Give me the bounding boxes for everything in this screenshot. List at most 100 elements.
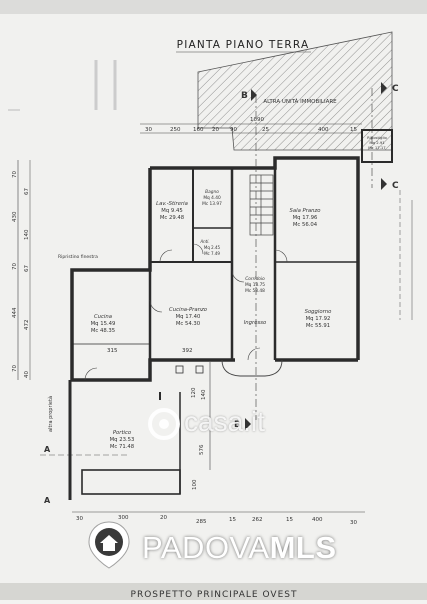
svg-text:Mc 71.48: Mc 71.48 xyxy=(110,444,135,450)
svg-text:20: 20 xyxy=(160,515,167,521)
svg-text:Mq 17.92: Mq 17.92 xyxy=(306,316,331,322)
bottom-dimensions: 30 300 20 285 15 262 15 400 30 xyxy=(76,515,357,526)
neighbor-unit-hatched-area xyxy=(197,31,393,151)
casa-logo-icon xyxy=(148,408,180,440)
room-labels: Lav.-Stireria Mq 9.45 Mc 29.48 Bagno Mq … xyxy=(47,189,331,450)
svg-text:400: 400 xyxy=(312,517,323,523)
svg-text:15: 15 xyxy=(286,517,293,523)
svg-text:Corridoio: Corridoio xyxy=(245,276,265,282)
svg-text:Mq 23.53: Mq 23.53 xyxy=(110,437,135,443)
svg-text:Mc 7.49: Mc 7.49 xyxy=(204,251,220,256)
svg-text:392: 392 xyxy=(182,348,193,354)
entrance-label: Ingresso xyxy=(244,320,266,326)
casa-it-text: casa.it xyxy=(184,406,265,437)
section-marker-c-bottom: C xyxy=(392,181,399,191)
room-cucina: Cucina Mq 15.49 Mc 48.35 xyxy=(91,314,116,334)
svg-text:Portico: Portico xyxy=(113,430,131,436)
svg-text:30: 30 xyxy=(350,520,357,526)
svg-text:Mq 17.40: Mq 17.40 xyxy=(176,314,201,320)
svg-text:120: 120 xyxy=(191,387,197,398)
room-sala-pranzo: Sala Pranzo Mq 17.96 Mc 56.04 xyxy=(289,208,320,228)
top-dimensions: 30 250 160 20 90 25 400 15 1090 xyxy=(145,117,357,133)
svg-text:Mq 2.91: Mq 2.91 xyxy=(369,140,385,145)
svg-text:140: 140 xyxy=(24,229,30,240)
room-soggiorno: Soggiorno Mq 17.92 Mc 55.91 xyxy=(305,309,332,329)
plan-title: PIANTA PIANO TERRA xyxy=(177,39,310,51)
svg-text:250: 250 xyxy=(170,127,181,133)
svg-text:262: 262 xyxy=(252,517,263,523)
elevation-title: PROSPETTO PRINCIPALE OVEST xyxy=(131,590,298,600)
svg-text:Mq 2.45: Mq 2.45 xyxy=(204,245,221,250)
svg-text:Mc 55.91: Mc 55.91 xyxy=(306,323,330,329)
svg-text:Mq 9.45: Mq 9.45 xyxy=(161,208,182,214)
svg-text:430: 430 xyxy=(12,211,18,222)
portico-structure xyxy=(68,362,211,500)
svg-text:Soggiorno: Soggiorno xyxy=(305,309,332,315)
svg-text:140: 140 xyxy=(201,389,207,400)
svg-text:Mq 18.75: Mq 18.75 xyxy=(245,282,265,288)
home-pin-icon xyxy=(88,521,130,569)
svg-text:70: 70 xyxy=(12,171,18,178)
svg-text:25: 25 xyxy=(262,127,269,133)
svg-text:444: 444 xyxy=(12,307,18,318)
svg-text:Mq 15.49: Mq 15.49 xyxy=(91,321,116,327)
svg-text:67: 67 xyxy=(24,265,30,272)
svg-text:160: 160 xyxy=(193,127,204,133)
svg-text:67: 67 xyxy=(24,188,30,195)
window-note: Ripristino finestra xyxy=(58,254,98,260)
svg-text:90: 90 xyxy=(230,127,237,133)
svg-text:Cucina: Cucina xyxy=(94,314,112,320)
room-cucina-pranzo: Cucina-Pranzo Mq 17.40 Mc 54.30 xyxy=(169,307,207,327)
svg-text:Mc 58.48: Mc 58.48 xyxy=(245,288,265,294)
section-marker-b-top: B xyxy=(241,91,248,101)
svg-text:Mc 29.48: Mc 29.48 xyxy=(160,215,185,221)
svg-text:Mc 54.30: Mc 54.30 xyxy=(176,321,201,327)
door-swings xyxy=(84,243,288,381)
scan-top-edge xyxy=(0,0,427,14)
svg-text:20: 20 xyxy=(212,127,219,133)
svg-text:576: 576 xyxy=(199,444,205,455)
ripostiglio-outline xyxy=(361,129,393,163)
room-lavanderia: Lav.-Stireria Mq 9.45 Mc 29.48 xyxy=(156,201,188,221)
scan-bottom-edge xyxy=(0,583,427,600)
inner-dimensions: 315 392 120 140 576 100 xyxy=(107,348,207,490)
svg-text:400: 400 xyxy=(318,127,329,133)
room-antibagno: Anti. Mq 2.45 Mc 7.49 xyxy=(199,239,220,256)
room-portico: Portico Mq 23.53 Mc 71.48 xyxy=(110,430,135,450)
section-marker-b-bottom: B xyxy=(234,420,241,430)
svg-text:285: 285 xyxy=(196,519,207,525)
svg-text:70: 70 xyxy=(12,365,18,372)
section-marker-c-top: C xyxy=(392,84,399,94)
svg-text:Sala Pranzo: Sala Pranzo xyxy=(289,208,320,214)
svg-text:300: 300 xyxy=(118,515,129,521)
svg-text:30: 30 xyxy=(76,516,83,522)
svg-text:Mq 17.96: Mq 17.96 xyxy=(293,215,318,221)
svg-text:Anti.: Anti. xyxy=(199,239,209,244)
staircase xyxy=(249,174,274,236)
svg-text:30: 30 xyxy=(145,127,152,133)
svg-text:315: 315 xyxy=(107,348,118,354)
svg-text:Mq 4.40: Mq 4.40 xyxy=(203,195,221,201)
left-dimensions: 70 430 70 444 70 67 140 67 472 40 xyxy=(12,171,30,378)
room-corridoio: Corridoio Mq 18.75 Mc 58.48 xyxy=(245,276,265,294)
padova-mls-watermark: PADOVAMLS xyxy=(86,520,346,570)
svg-text:15: 15 xyxy=(229,517,236,523)
side-property-label: altra proprietà xyxy=(47,396,54,432)
svg-text:Mc 13.97: Mc 13.97 xyxy=(202,201,222,207)
svg-text:1090: 1090 xyxy=(250,117,264,123)
svg-text:Lav.-Stireria: Lav.-Stireria xyxy=(156,201,188,207)
svg-text:40: 40 xyxy=(24,371,30,378)
neighbor-unit-label: ALTRA UNITÀ IMMOBILIARE xyxy=(263,98,337,105)
room-bagno: Bagno Mq 4.40 Mc 13.97 xyxy=(202,189,222,207)
svg-text:Mc 48.35: Mc 48.35 xyxy=(91,328,115,334)
section-marker-a-left: A xyxy=(44,445,51,454)
svg-text:70: 70 xyxy=(12,263,18,270)
section-marker-a-left-bottom: A xyxy=(44,496,51,505)
house-walls xyxy=(70,156,360,382)
casa-it-watermark: casa.it xyxy=(148,404,288,444)
svg-text:Bagno: Bagno xyxy=(205,189,219,195)
svg-text:15: 15 xyxy=(350,127,357,133)
svg-text:100: 100 xyxy=(192,479,198,490)
